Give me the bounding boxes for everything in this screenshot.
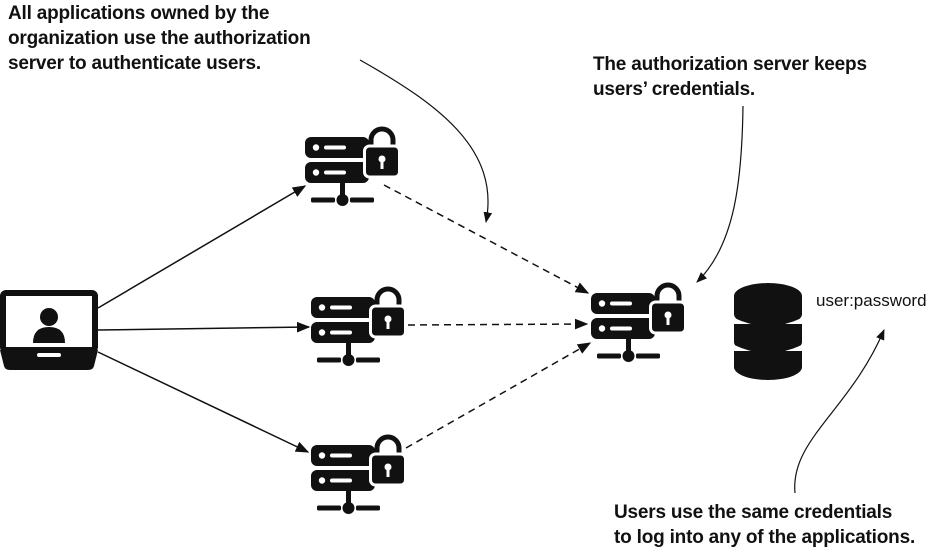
database-icon [733, 283, 803, 380]
application-server-bottom-icon [311, 437, 406, 514]
callout-pointer-credentials [794, 329, 885, 494]
callout-pointer-apps [359, 59, 493, 224]
callout-auth-server-text: The authorization server keeps users’ cr… [593, 54, 867, 100]
arrow-bottom-app-to-auth [405, 342, 592, 449]
callout-same-credentials-text: Users use the same credentials to log in… [614, 502, 916, 548]
credential-label: user:password [816, 291, 927, 310]
arrow-laptop-to-bottom-app [97, 351, 310, 453]
arrow-laptop-to-top-app [97, 185, 307, 309]
arrow-middle-app-to-auth [407, 318, 589, 330]
callout-apps-text: All applications owned by the organizati… [8, 3, 311, 74]
callout-pointer-auth-server [696, 105, 744, 283]
laptop-user-icon [0, 290, 98, 370]
application-server-top-icon [305, 129, 400, 206]
application-server-middle-icon [311, 289, 406, 366]
arrow-top-app-to-auth [383, 184, 590, 294]
arrow-laptop-to-middle-app [97, 321, 311, 333]
authorization-server-icon [591, 285, 686, 362]
